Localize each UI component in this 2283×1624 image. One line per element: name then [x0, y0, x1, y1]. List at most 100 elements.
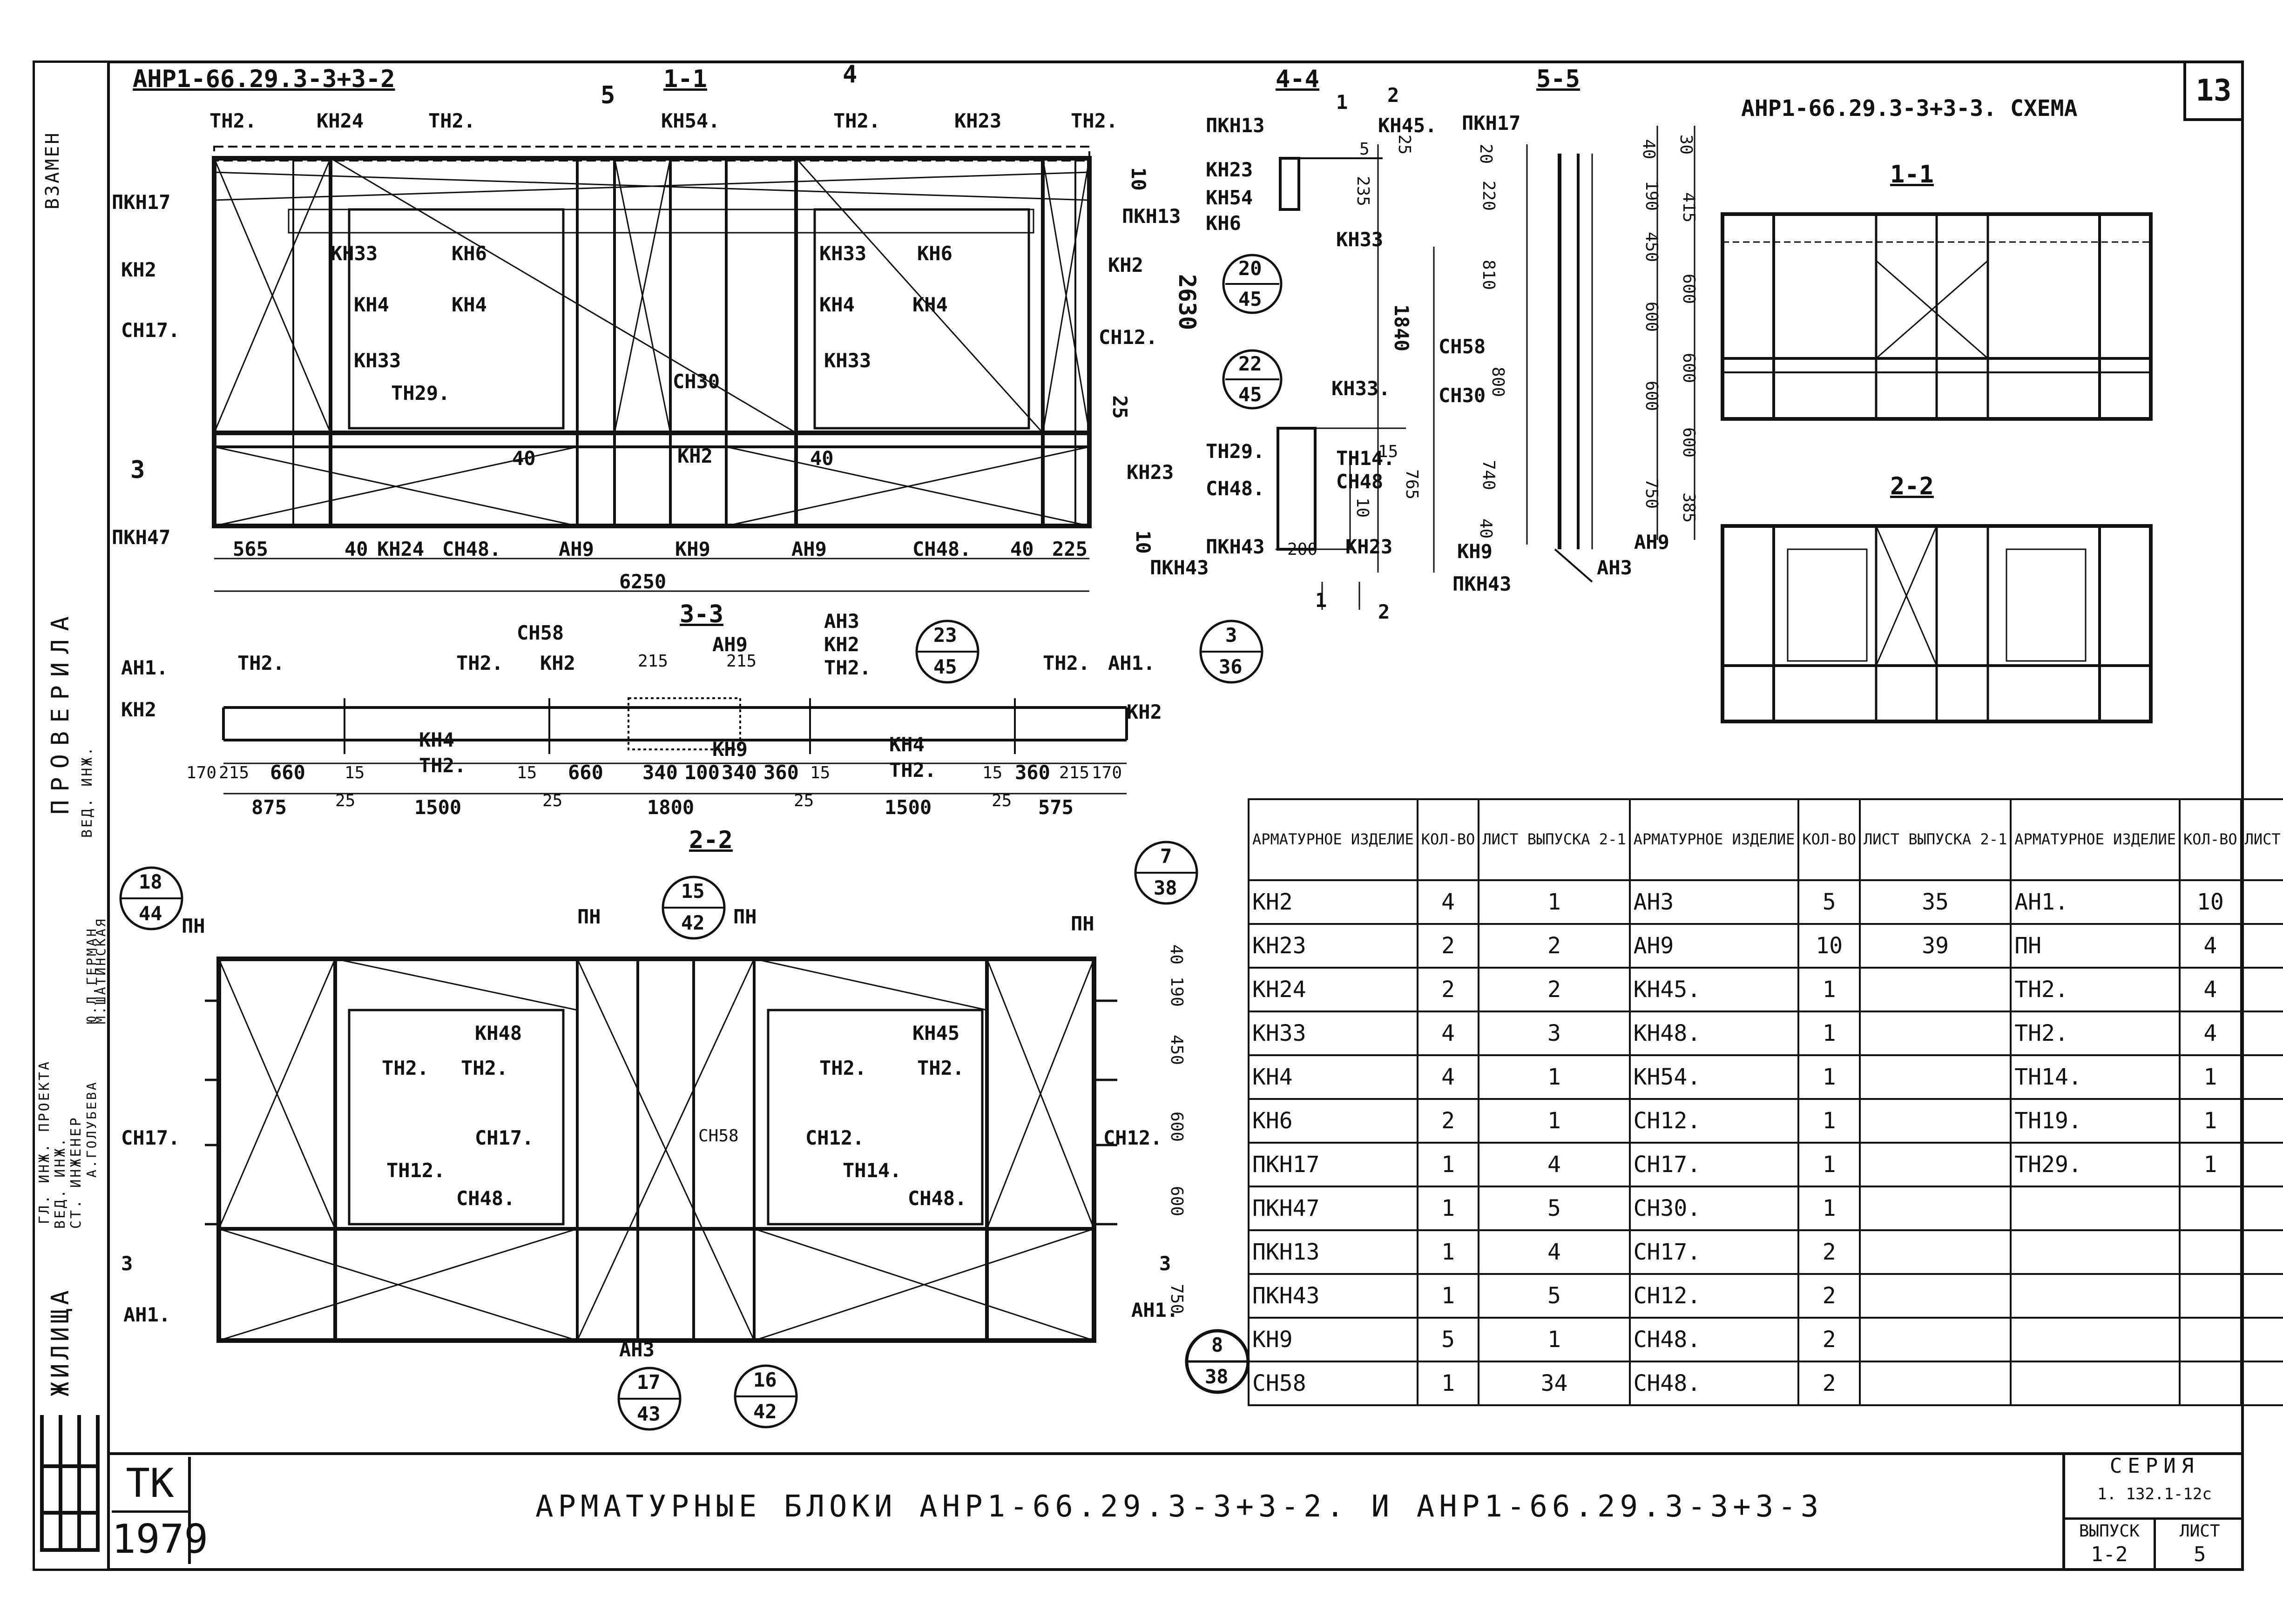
sec33-an9: АН9: [712, 633, 748, 656]
spec-cell-sheet: 4: [1478, 1229, 1631, 1275]
sec44-sn48b: СН48: [1336, 470, 1384, 493]
sec44-kn54: КН54: [1206, 186, 1253, 209]
sec33-d2-6: 1500: [885, 796, 932, 819]
spec-cell-name: [2010, 1361, 2181, 1406]
sec33-d2-4: 1800: [647, 796, 695, 819]
sec55-dl-810: 810: [1479, 259, 1499, 290]
spec-cell-num: 5: [1797, 879, 1861, 925]
b1-dim-40a: 40: [344, 538, 368, 560]
spec-cell-num: [2179, 1229, 2242, 1275]
spec-cell-sheet: 39: [2240, 967, 2283, 1012]
sec44-kn6: КН6: [1206, 212, 1241, 235]
sec55-dl-800: 800: [1488, 366, 1508, 398]
spec-cell-num: 1: [1797, 1186, 1861, 1231]
strip-zhilishcha: ЖИЛИЩА: [47, 1287, 74, 1396]
spec-cell-name: ПКН13: [1248, 1229, 1418, 1275]
sec44-title: 4-4: [1276, 65, 1319, 93]
spec-cell-sheet: 39: [2240, 1011, 2283, 1056]
b1-inner-kn6-2: КН6: [917, 242, 952, 265]
title-tk-box: ТК 1979: [112, 1457, 208, 1564]
b1-inner-kn4-3: КН4: [819, 293, 855, 316]
spec-h-qty-3: КОЛ-ВО: [2179, 798, 2242, 881]
spec-cell-num: 1: [1416, 1361, 1480, 1406]
b2-callout3-top: 7: [1160, 845, 1172, 868]
spec-cell-sheet: 3: [1478, 1011, 1631, 1056]
block2-title: 2-2: [689, 826, 733, 854]
b2-tn2-2: ТН2.: [461, 1057, 508, 1079]
sec44-callout2-top: 22: [1238, 352, 1262, 375]
sec33-title: 3-3: [680, 600, 723, 628]
title-block: [107, 1452, 2244, 1571]
spec-cell-name: СН58: [1248, 1361, 1418, 1406]
b1-dim-sn48b: СН48.: [912, 538, 972, 560]
b1-inner-kn4-2: КН4: [452, 293, 487, 316]
spec-cell-name: ПКН43: [1248, 1273, 1418, 1319]
spec-row: КН2322АН91039ПН435: [1248, 923, 2283, 969]
b1-inner-kn4-1: КН4: [354, 293, 389, 316]
spec-cell-name: ТН29.: [2010, 1142, 2181, 1187]
b2-callout-7-38: [1134, 841, 1198, 905]
sec44-dim-235: 235: [1353, 175, 1373, 207]
spec-cell-num: 10: [2179, 879, 2242, 925]
b1-inner-kn33-3: КН33: [819, 242, 867, 265]
b2-kn45: КН45: [912, 1022, 960, 1044]
b1-label-pkn17: ПКН17: [112, 191, 171, 214]
sec33-d1-11: 360: [763, 761, 799, 784]
sec55-dra-600b: 600: [1642, 380, 1662, 411]
sec44-drawing: [1276, 144, 1435, 610]
spec-cell-num: 1: [1416, 1186, 1480, 1231]
sec44-pkn43: ПКН43: [1206, 535, 1265, 558]
sec33-d1-13: 15: [982, 763, 1003, 782]
spec-cell-num: 4: [2179, 1011, 2242, 1056]
b2-callout-17-43: [617, 1367, 682, 1431]
sec44-dim-5: 5: [1359, 140, 1370, 159]
spec-cell-num: 1: [1797, 1098, 1861, 1144]
b2-sn48-1: СН48.: [456, 1187, 515, 1210]
spec-cell-sheet: [1858, 1229, 2012, 1275]
sec44-sec2b: 2: [1378, 600, 1390, 623]
seria-box: СЕРИЯ 1. 132.1-12с ВЫПУСК 1-2 ЛИСТ 5: [2062, 1452, 2244, 1571]
spec-h-qty-2: КОЛ-ВО: [1797, 798, 1861, 881]
b1-label-kn23: КН23: [954, 109, 1002, 132]
spec-cell-num: [2179, 1186, 2242, 1231]
b1-dim-an9a: АН9: [559, 538, 594, 560]
sec33-d2-1: 25: [335, 791, 356, 810]
sec33-d1-7: 215: [726, 652, 757, 671]
vypusk-value: 1-2: [2091, 1543, 2128, 1566]
left-strip: [33, 61, 107, 1571]
spec-cell-sheet: 40: [2240, 1142, 2283, 1187]
strip-name-2: М.ШАТИНСКАЯ: [93, 917, 108, 1024]
sec33-callout-3-36: [1199, 620, 1263, 684]
spec-cell-num: 1: [2179, 1054, 2242, 1100]
sec55-dra-450: 450: [1642, 231, 1662, 263]
spec-table: АРМАТУРНОЕ ИЗДЕЛИЕ КОЛ-ВО ЛИСТ ВЫПУСКА 2…: [1248, 798, 2283, 1406]
spec-cell-name: АН3: [1628, 879, 1800, 925]
spec-cell-name: КН54.: [1628, 1054, 1800, 1100]
sec55-pkn17: ПКН17: [1462, 112, 1521, 135]
b1-inner-kn33-1: КН33: [331, 242, 378, 265]
sec55-dl-220: 220: [1479, 180, 1499, 211]
sec55-dl-740: 740: [1479, 459, 1499, 491]
sec44-callout-20-45: [1222, 254, 1283, 314]
b2-tn2-4: ТН2.: [917, 1057, 965, 1079]
spec-cell-num: 2: [1416, 1098, 1480, 1144]
block2-drawing: [205, 957, 1117, 1343]
strip-proverka: ПРОВЕРИЛА: [47, 608, 74, 815]
b1-label-kn24: КН24: [317, 109, 364, 132]
b2-callout2-bot: 42: [681, 911, 705, 934]
sec55-drawing: [1526, 126, 1695, 583]
b2-callout4-top: 17: [637, 1371, 661, 1394]
spec-cell-name: КН23: [1248, 923, 1418, 969]
spec-cell-sheet: 40: [2240, 1054, 2283, 1100]
sec33-tn2-2: ТН2.: [456, 652, 504, 674]
sec33-d1-0: 170: [186, 763, 217, 782]
sec33-d2-0: 875: [251, 796, 287, 819]
sec33-kn2-2: КН2: [540, 652, 575, 674]
b2-sn12-mid: СН12.: [805, 1126, 865, 1149]
spec-cell-name: ТН2.: [2010, 1011, 2181, 1056]
b2-sn58: СН58: [698, 1126, 739, 1146]
sec55-kn9: КН9: [1457, 540, 1493, 563]
sec33-tn2-1: ТН2.: [237, 652, 285, 674]
